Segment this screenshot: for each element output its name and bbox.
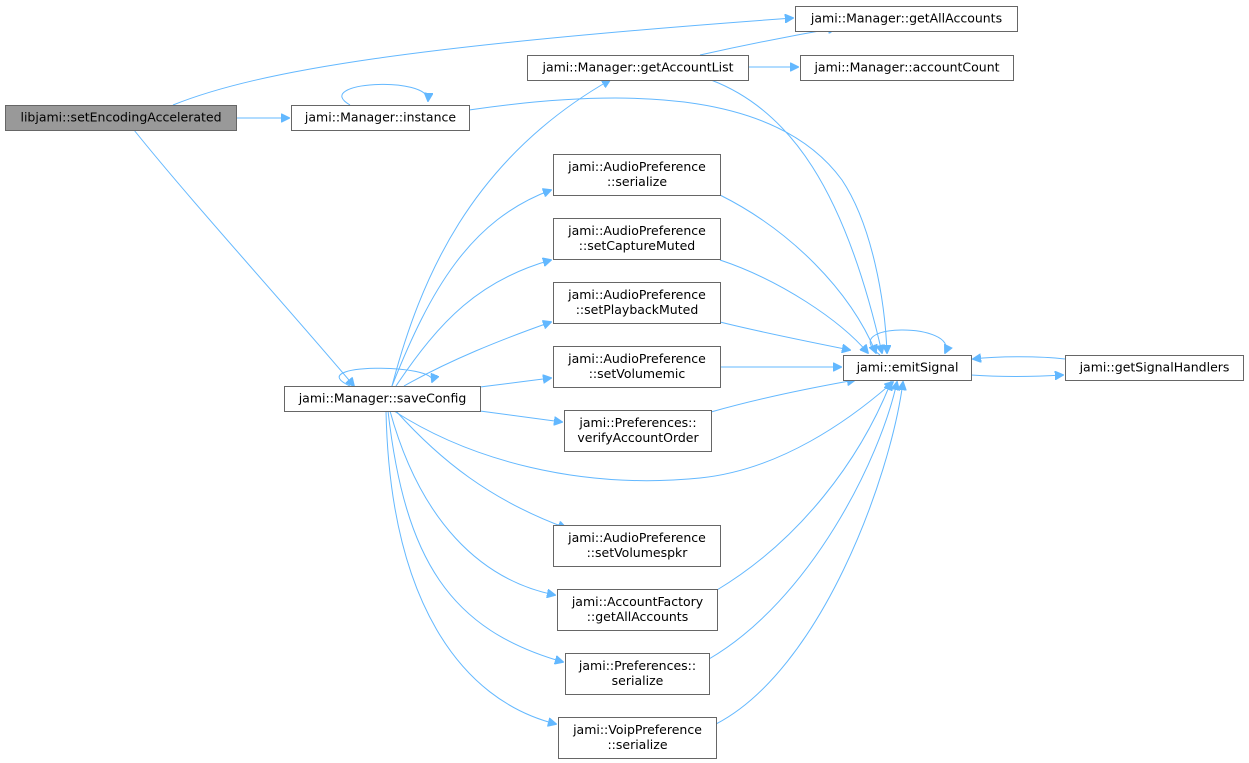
edge-instance-to-emitSignal — [468, 97, 887, 353]
edge-saveConfig-to-getAccountList — [391, 80, 610, 387]
edge-getAccountList-to-getAllAccounts — [699, 28, 836, 56]
node-label-saveConfig: jami::Manager::saveConfig — [298, 391, 467, 406]
node-box-apSerialize — [553, 154, 721, 196]
edge-apSerialize-to-emitSignal — [719, 194, 876, 353]
node-accountCount[interactable]: jami::Manager::accountCount — [800, 55, 1014, 81]
node-label-apSetVolumemic-line-1: jami::AudioPreference — [567, 351, 706, 366]
node-label-afGetAllAccounts-line-2: ::getAllAccounts — [587, 609, 688, 624]
node-box-emitSignal — [843, 355, 972, 381]
edge-saveConfig-to-saveConfig — [338, 367, 432, 387]
node-label-apSetCaptureMuted-line-2: ::setCaptureMuted — [579, 238, 695, 253]
node-root[interactable]: libjami::setEncodingAccelerated — [5, 105, 237, 131]
node-box-root — [5, 105, 237, 131]
edge-saveConfig-to-apSetPlaybackMuted — [403, 322, 551, 387]
node-label-apSetPlaybackMuted-line-2: ::setPlaybackMuted — [576, 302, 699, 317]
node-label-root: libjami::setEncodingAccelerated — [20, 110, 221, 125]
node-box-apSetVolumemic — [553, 346, 721, 388]
edge-getSignalHandlers-to-emitSignal — [973, 357, 1066, 359]
node-label-getAccountList: jami::Manager::getAccountList — [541, 60, 733, 75]
node-label-getAllAccounts: jami::Manager::getAllAccounts — [810, 11, 1002, 26]
node-prefSerialize[interactable]: jami::Preferences::serialize — [565, 653, 710, 695]
node-label-instance: jami::Manager::instance — [304, 110, 456, 125]
node-label-voipSerialize-line-1: jami::VoipPreference — [572, 722, 702, 737]
node-label-apSerialize-line-1: jami::AudioPreference — [567, 159, 706, 174]
node-box-afGetAllAccounts — [557, 589, 718, 631]
node-apSetVolumemic[interactable]: jami::AudioPreference::setVolumemic — [553, 346, 721, 388]
node-getAllAccounts[interactable]: jami::Manager::getAllAccounts — [795, 6, 1018, 32]
node-label-prefVerifyAccountOrder-line-1: jami::Preferences:: — [578, 415, 696, 430]
edge-root-to-saveConfig — [133, 129, 354, 386]
node-box-apSetCaptureMuted — [553, 218, 721, 260]
edge-saveConfig-to-prefVerifyAccountOrder — [479, 410, 562, 422]
node-box-getAllAccounts — [795, 6, 1018, 32]
node-label-afGetAllAccounts-line-1: jami::AccountFactory — [571, 594, 704, 609]
node-prefVerifyAccountOrder[interactable]: jami::Preferences::verifyAccountOrder — [564, 410, 712, 452]
node-apSetPlaybackMuted[interactable]: jami::AudioPreference::setPlaybackMuted — [553, 282, 721, 324]
node-afGetAllAccounts[interactable]: jami::AccountFactory::getAllAccounts — [557, 589, 718, 631]
node-box-prefSerialize — [565, 653, 710, 695]
node-label-prefSerialize-line-2: serialize — [612, 673, 664, 688]
node-label-apSetVolumemic-line-2: ::setVolumemic — [589, 366, 686, 381]
node-label-prefVerifyAccountOrder-line-2: verifyAccountOrder — [577, 430, 699, 445]
edge-saveConfig-to-voipSerialize — [385, 410, 556, 724]
node-label-apSetCaptureMuted-line-1: jami::AudioPreference — [567, 223, 706, 238]
edge-emitSignal-to-emitSignal — [869, 329, 946, 356]
node-label-emitSignal: jami::emitSignal — [856, 360, 959, 375]
node-box-apSetVolumespkr — [553, 525, 721, 567]
edge-apSetCaptureMuted-to-emitSignal — [719, 259, 868, 353]
edge-emitSignal-to-getSignalHandlers — [970, 375, 1063, 377]
node-label-apSetVolumespkr-line-1: jami::AudioPreference — [567, 530, 706, 545]
node-saveConfig[interactable]: jami::Manager::saveConfig — [284, 386, 481, 412]
node-voipSerialize[interactable]: jami::VoipPreference::serialize — [558, 717, 717, 759]
node-box-saveConfig — [284, 386, 481, 412]
edge-root-to-getAllAccounts — [172, 18, 793, 106]
edge-afGetAllAccounts-to-emitSignal — [716, 382, 891, 591]
edge-apSetPlaybackMuted-to-emitSignal — [719, 321, 850, 350]
edge-saveConfig-to-apSetCaptureMuted — [395, 260, 551, 387]
edge-saveConfig-to-emitSignal — [393, 382, 893, 482]
node-box-prefVerifyAccountOrder — [564, 410, 712, 452]
edge-prefSerialize-to-emitSignal — [708, 382, 897, 660]
node-label-apSetPlaybackMuted-line-1: jami::AudioPreference — [567, 287, 706, 302]
node-label-prefSerialize-line-1: jami::Preferences:: — [578, 658, 696, 673]
edge-layer — [133, 18, 1066, 725]
node-getAccountList[interactable]: jami::Manager::getAccountList — [527, 55, 749, 81]
node-instance[interactable]: jami::Manager::instance — [291, 105, 470, 131]
node-box-getAccountList — [527, 55, 749, 81]
node-apSetVolumespkr[interactable]: jami::AudioPreference::setVolumespkr — [553, 525, 721, 567]
edge-saveConfig-to-afGetAllAccounts — [389, 410, 555, 595]
node-box-voipSerialize — [558, 717, 717, 759]
node-box-instance — [291, 105, 470, 131]
node-emitSignal[interactable]: jami::emitSignal — [843, 355, 972, 381]
node-box-apSetPlaybackMuted — [553, 282, 721, 324]
edge-prefVerifyAccountOrder-to-emitSignal — [710, 380, 855, 413]
node-apSerialize[interactable]: jami::AudioPreference::serialize — [553, 154, 721, 196]
node-box-accountCount — [800, 55, 1014, 81]
edge-voipSerialize-to-emitSignal — [715, 382, 903, 725]
edge-saveConfig-to-apSerialize — [391, 190, 551, 387]
edge-saveConfig-to-apSetVolumespkr — [395, 410, 566, 528]
node-label-getSignalHandlers: jami::getSignalHandlers — [1079, 360, 1230, 375]
node-label-accountCount: jami::Manager::accountCount — [813, 60, 999, 75]
node-label-apSerialize-line-2: ::serialize — [607, 174, 667, 189]
edge-saveConfig-to-apSetVolumemic — [479, 378, 551, 388]
node-label-voipSerialize-line-2: ::serialize — [607, 737, 667, 752]
node-apSetCaptureMuted[interactable]: jami::AudioPreference::setCaptureMuted — [553, 218, 721, 260]
edge-saveConfig-to-prefSerialize — [387, 410, 563, 662]
node-getSignalHandlers[interactable]: jami::getSignalHandlers — [1065, 355, 1244, 381]
node-box-getSignalHandlers — [1065, 355, 1244, 381]
node-label-apSetVolumespkr-line-2: ::setVolumespkr — [587, 545, 689, 560]
edge-getAccountList-to-emitSignal — [710, 79, 882, 353]
edge-instance-to-instance — [341, 83, 428, 106]
